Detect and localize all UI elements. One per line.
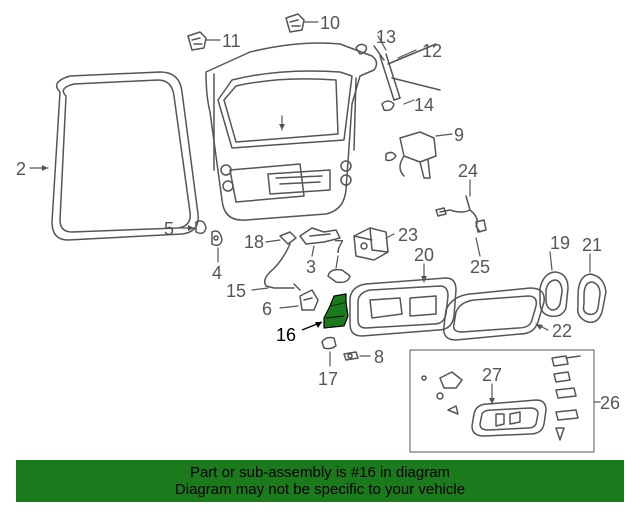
lamp-21 [576, 273, 607, 324]
handle-bracket-3 [299, 227, 341, 245]
callout-26: 26 [600, 393, 620, 413]
latch-6 [299, 289, 319, 311]
banner-line-1: Part or sub-assembly is #16 in diagram [189, 464, 451, 481]
part-info-banner: Part or sub-assembly is #16 in diagram D… [16, 460, 624, 502]
callout-3: 3 [306, 257, 316, 277]
callout-27: 27 [482, 365, 502, 385]
support-strut [355, 43, 441, 112]
callout-20: 20 [414, 245, 434, 265]
callout-8: 8 [374, 347, 384, 367]
clip-8 [343, 351, 359, 361]
callout-12: 12 [422, 41, 442, 61]
callout-15: 15 [226, 281, 246, 301]
callout-10: 10 [320, 13, 340, 33]
back-door-part [205, 42, 378, 221]
callout-23: 23 [398, 225, 418, 245]
callout-labels: 2 11 10 13 12 14 9 24 5 18 7 23 3 25 20 … [16, 13, 620, 413]
handle-17 [321, 336, 337, 350]
bumper-4 [211, 230, 223, 247]
trim-panel-22 [443, 287, 545, 341]
lock-actuator [385, 131, 437, 179]
lamp-19 [539, 271, 569, 318]
highlighted-part-16 [301, 293, 349, 331]
weatherstrip-part [51, 71, 199, 241]
leader-arrowheads [42, 124, 543, 404]
callout-2: 2 [16, 159, 26, 179]
callout-6: 6 [262, 299, 272, 319]
callout-14: 14 [414, 95, 434, 115]
callout-21: 21 [582, 235, 602, 255]
motor-23 [353, 227, 389, 261]
callout-24: 24 [458, 161, 478, 181]
callout-7: 7 [334, 237, 344, 257]
callout-5: 5 [164, 219, 174, 239]
callout-25: 25 [470, 257, 490, 277]
callout-19: 19 [550, 233, 570, 253]
trim-panel-20 [349, 277, 457, 337]
callout-9: 9 [454, 125, 464, 145]
callout-13: 13 [376, 27, 396, 47]
control-rod [263, 243, 301, 291]
callout-4: 4 [212, 263, 222, 283]
banner-line-2: Diagram may not be specific to your vehi… [174, 481, 466, 498]
hinge-bracket-10 [285, 13, 305, 33]
hinge-bracket-11 [187, 31, 207, 51]
bumper-5 [195, 220, 207, 235]
callout-16: 16 [276, 325, 296, 345]
callout-18: 18 [244, 232, 264, 252]
detail-inset-box [409, 349, 595, 453]
callout-22: 22 [552, 321, 572, 341]
callout-11: 11 [222, 31, 241, 51]
lock-cylinder-18 [279, 231, 297, 245]
handle-bezel-7 [327, 268, 351, 284]
callout-17: 17 [318, 369, 338, 389]
wire-harness [435, 195, 487, 233]
